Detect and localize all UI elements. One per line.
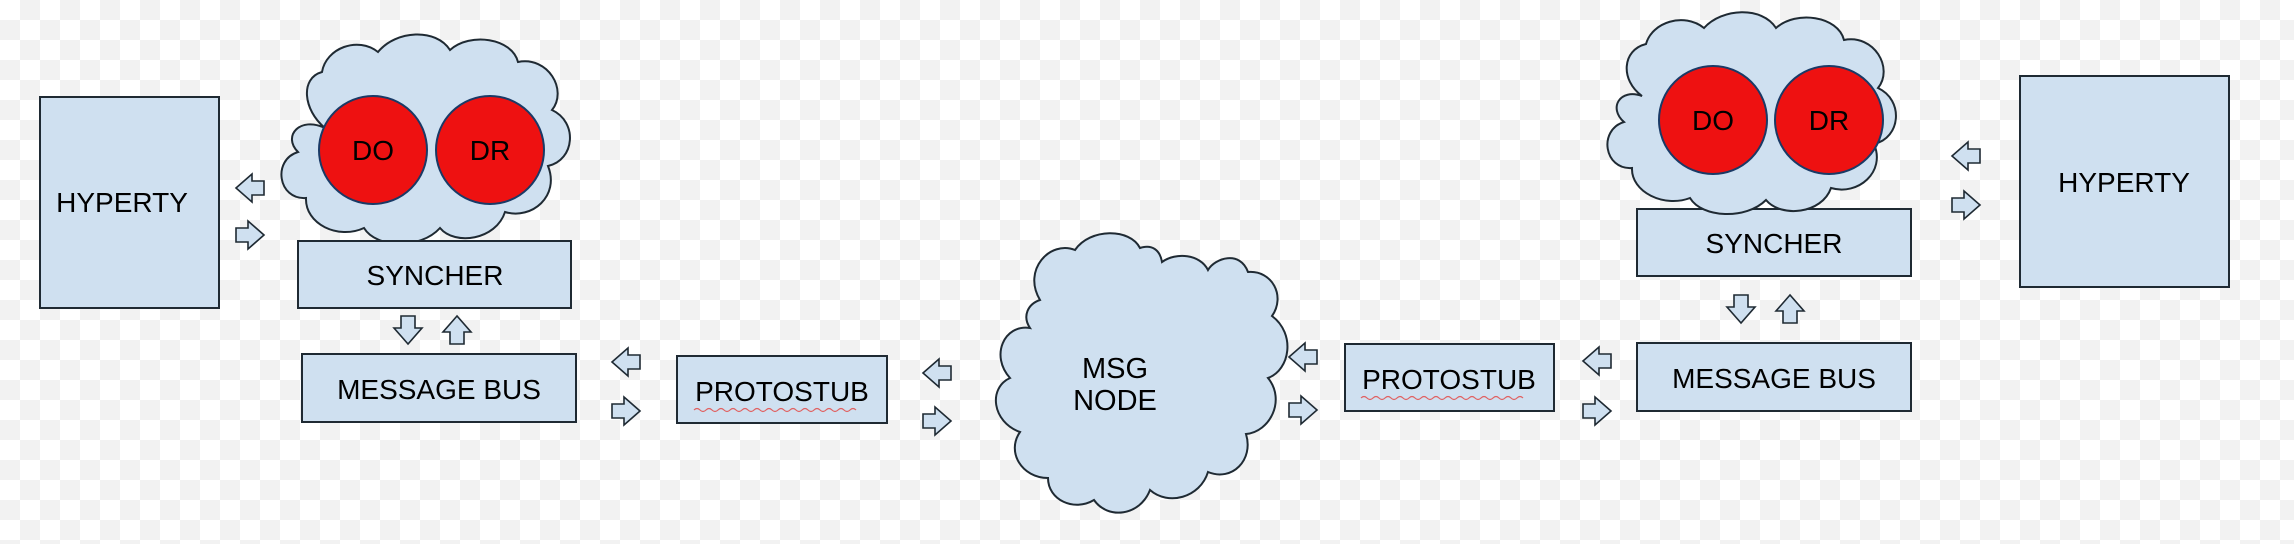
right-arrow-icon — [1582, 396, 1612, 426]
down-arrow-icon — [393, 315, 423, 345]
left-protostub-box: PROTOSTUB — [676, 355, 888, 424]
right-message-bus-box: MESSAGE BUS — [1636, 342, 1912, 412]
left-arrow-icon — [611, 347, 641, 377]
left-do-circle — [318, 95, 428, 205]
left-arrow-icon — [922, 358, 952, 388]
left-dr-label: DR — [470, 135, 510, 166]
left-arrow-icon — [1951, 141, 1981, 171]
left-syncher-label: SYNCHER — [367, 260, 504, 291]
left-syncher-bus-arrows — [393, 315, 472, 345]
right-hyperty-label: HYPERTY — [2058, 167, 2190, 198]
right-arrow-icon — [1288, 395, 1318, 425]
left-data-object-cloud: DO DR — [280, 33, 571, 245]
left-protostub-label: PROTOSTUB — [695, 376, 869, 407]
right-do-circle — [1658, 65, 1768, 175]
left-do-label: DO — [352, 135, 394, 166]
right-protostub-bus-arrows — [1582, 346, 1612, 426]
up-arrow-icon — [1775, 294, 1805, 324]
right-hyperty-box: HYPERTY — [2019, 75, 2230, 288]
left-dr-circle — [435, 95, 545, 205]
left-arrow-icon — [1288, 342, 1318, 372]
right-arrow-icon — [922, 406, 952, 436]
right-arrow-icon — [1951, 190, 1981, 220]
right-message-bus-label: MESSAGE BUS — [1672, 363, 1876, 394]
msg-node-cloud: MSG NODE — [994, 232, 1289, 514]
right-syncher-bus-arrows — [1726, 294, 1805, 324]
left-bus-protostub-arrows — [611, 347, 641, 426]
left-message-bus-box: MESSAGE BUS — [301, 353, 577, 423]
down-arrow-icon — [1726, 294, 1756, 324]
left-hyperty-arrows — [235, 173, 265, 250]
right-protostub-box: PROTOSTUB — [1344, 343, 1555, 412]
msg-node-label-line2: NODE — [1073, 385, 1157, 417]
left-arrow-icon — [235, 173, 265, 203]
left-hyperty-box: HYPERTY — [39, 96, 220, 309]
right-syncher-label: SYNCHER — [1706, 228, 1843, 259]
left-message-bus-label: MESSAGE BUS — [337, 374, 541, 405]
right-protostub-label: PROTOSTUB — [1362, 364, 1536, 395]
msg-node-label-line1: MSG — [1082, 353, 1148, 385]
right-arrow-icon — [611, 396, 641, 426]
right-arrow-icon — [235, 220, 265, 250]
left-syncher-box: SYNCHER — [297, 240, 572, 309]
right-dr-label: DR — [1809, 105, 1849, 136]
up-arrow-icon — [442, 315, 472, 345]
left-arrow-icon — [1582, 346, 1612, 376]
left-protostub-node-arrows — [922, 358, 952, 436]
right-node-protostub-arrows — [1288, 342, 1318, 425]
left-hyperty-label: HYPERTY — [56, 187, 188, 218]
right-hyperty-arrows — [1951, 141, 1981, 220]
right-syncher-box: SYNCHER — [1636, 208, 1912, 277]
right-dr-circle — [1774, 65, 1884, 175]
right-data-object-cloud: DO DR — [1606, 11, 1897, 215]
right-do-label: DO — [1692, 105, 1734, 136]
